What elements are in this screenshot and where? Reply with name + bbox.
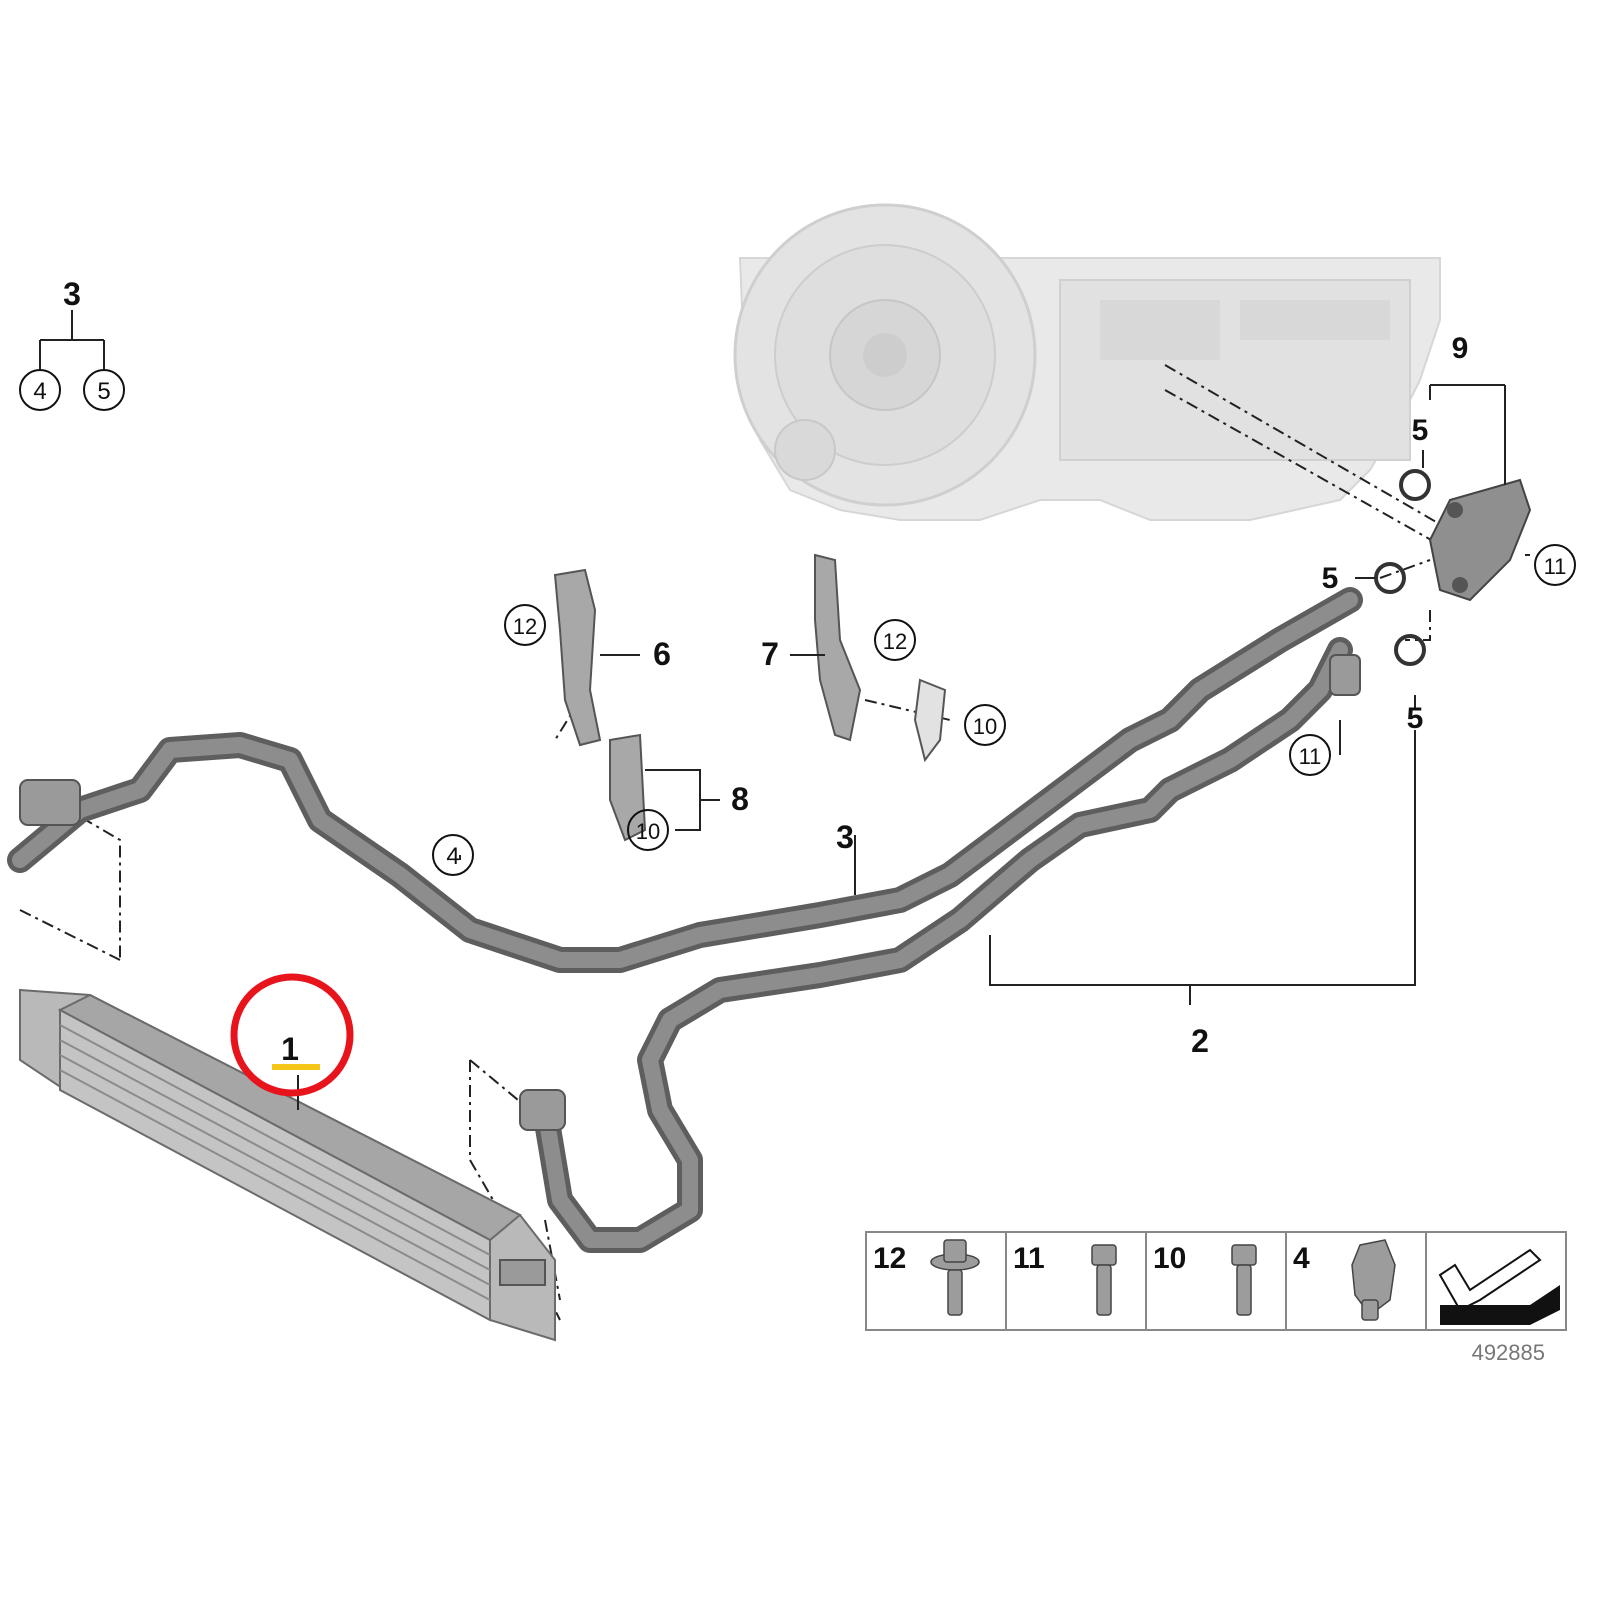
hex-bolt-icon bbox=[1091, 1244, 1117, 1316]
callout-10-a: 10 bbox=[973, 714, 997, 739]
pipe-fittings bbox=[19, 654, 1361, 1131]
callout-group-3: 3 bbox=[63, 276, 81, 312]
circle-marker bbox=[432, 834, 474, 876]
callout-2: 2 bbox=[1191, 1023, 1209, 1059]
callout-4-small: 4 bbox=[33, 378, 46, 405]
callout-5-small: 5 bbox=[97, 378, 110, 405]
callout-5-low: 5 bbox=[1407, 702, 1424, 735]
callout-12-a: 12 bbox=[513, 614, 537, 639]
diagram-reference-number: 492885 bbox=[1472, 1340, 1545, 1365]
callout-5-top: 5 bbox=[1412, 414, 1429, 447]
circle-marker bbox=[83, 369, 125, 411]
transmission-oil-cooler bbox=[19, 988, 556, 1342]
oil-cooler-line-upper bbox=[7, 587, 1363, 973]
callout-6: 6 bbox=[653, 636, 671, 672]
circle-marker bbox=[504, 604, 546, 646]
circle-marker bbox=[1289, 734, 1331, 776]
fastener-legend: 12 11 10 4 bbox=[865, 1231, 1567, 1331]
hose-clamp-icon bbox=[1351, 1239, 1396, 1321]
legend-label-11: 11 bbox=[1013, 1242, 1045, 1275]
circle-marker bbox=[19, 369, 61, 411]
callout-11-b: 11 bbox=[1299, 744, 1322, 769]
callout-8: 8 bbox=[731, 781, 749, 817]
callout-9: 9 bbox=[1452, 332, 1469, 365]
callout-1: 1 bbox=[281, 1031, 299, 1067]
connector-block bbox=[1374, 469, 1532, 666]
circle-marker bbox=[874, 619, 916, 661]
hex-bolt-icon bbox=[1231, 1244, 1257, 1316]
direction-arrow-icon bbox=[1438, 1248, 1560, 1325]
flange-bolt-icon bbox=[930, 1239, 980, 1316]
mounting-brackets bbox=[553, 553, 947, 842]
circle-marker bbox=[964, 704, 1006, 746]
callout-7: 7 bbox=[761, 636, 779, 672]
leader-lines bbox=[39, 310, 1530, 1110]
legend-label-10: 10 bbox=[1153, 1242, 1186, 1275]
callout-labels: 3 4 5 9 5 5 5 11 11 12 12 6 7 8 10 10 4 … bbox=[19, 276, 1576, 1097]
transmission-housing bbox=[733, 203, 1441, 521]
callout-12-b: 12 bbox=[883, 629, 907, 654]
legend-label-12: 12 bbox=[873, 1242, 906, 1275]
callout-4-large: 4 bbox=[446, 843, 459, 870]
circle-marker bbox=[627, 809, 669, 851]
callout-3: 3 bbox=[836, 819, 854, 855]
callout-10-b: 10 bbox=[636, 819, 660, 844]
circle-marker bbox=[1534, 544, 1576, 586]
highlight-circle bbox=[230, 973, 354, 1097]
legend-label-4: 4 bbox=[1293, 1242, 1310, 1275]
callout-5-mid: 5 bbox=[1322, 562, 1339, 595]
oil-cooler-line-lower bbox=[532, 637, 1353, 1253]
callout-11-a: 11 bbox=[1544, 554, 1567, 579]
